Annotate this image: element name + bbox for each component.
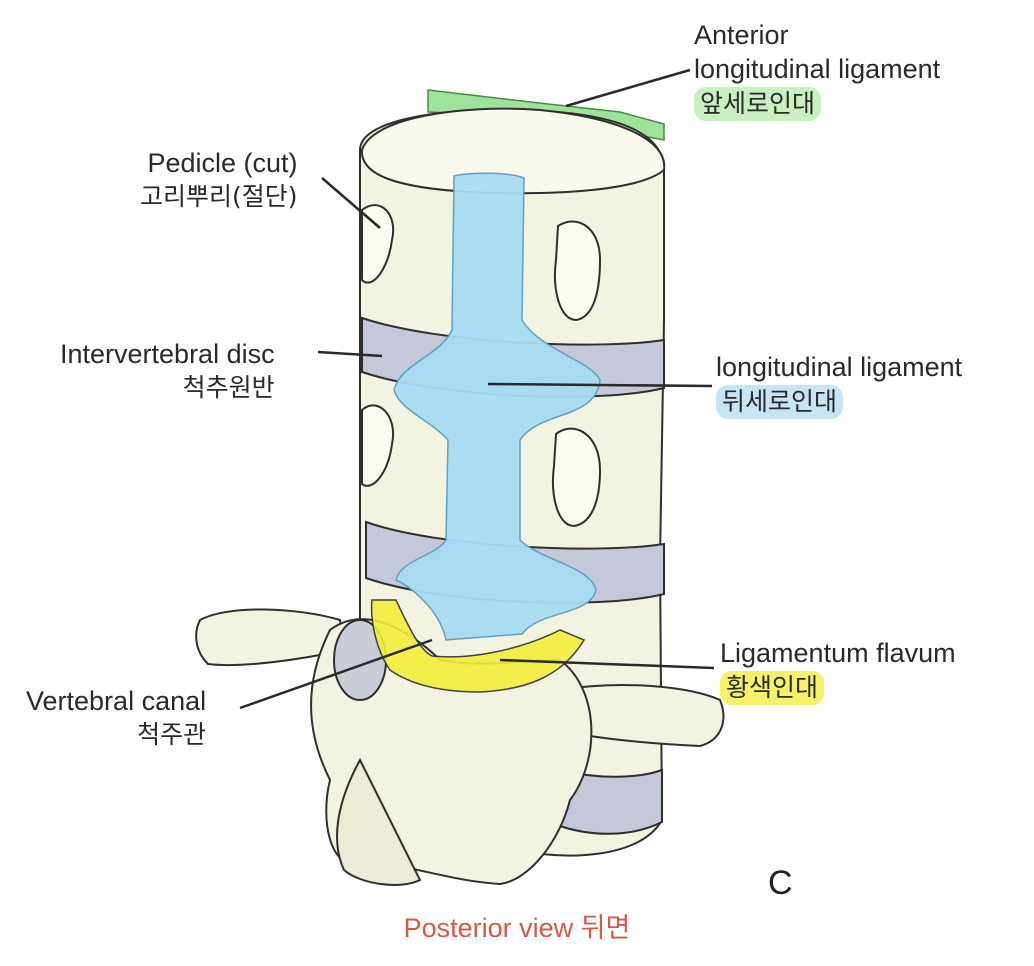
leader-disc (317, 350, 383, 358)
label-anterior-ligament: Anterior longitudinal ligament 앞세로인대 (694, 18, 940, 121)
label-anterior-korean: 앞세로인대 (694, 87, 822, 121)
leader-flavum (499, 658, 715, 670)
label-vertebral-canal: Vertebral canal 척주관 (26, 684, 206, 752)
label-canal-line1: Vertebral canal (26, 686, 207, 716)
transverse-process-left (195, 608, 346, 667)
transverse-process-right (559, 684, 725, 748)
label-posterior-ligament: longitudinal ligament 뒤세로인대 (716, 350, 962, 419)
label-posterior-korean: 뒤세로인대 (716, 385, 844, 419)
ligamentum-flavum (370, 599, 586, 693)
label-pedicle-korean: 고리뿌리(절단) (140, 182, 298, 211)
pedicle-middle-right (552, 427, 602, 528)
label-posterior-line1: longitudinal ligament (716, 352, 963, 382)
figure-caption: Posterior view 뒤면 (403, 913, 631, 943)
pedicle-middle-left (361, 404, 395, 487)
label-ligamentum-flavum: Ligamentum flavum 황색인대 (720, 636, 956, 705)
panel-letter: C (768, 864, 793, 902)
label-disc-line1: Intervertebral disc (60, 339, 275, 369)
spinous-process (336, 757, 422, 886)
label-pedicle: Pedicle (cut) 고리뿌리(절단) (140, 146, 298, 214)
label-anterior-line1: Anterior (694, 20, 789, 50)
label-intervertebral-disc: Intervertebral disc 척추원반 (60, 337, 275, 405)
pedicle-upper-left (361, 204, 395, 284)
label-flavum-korean: 황색인대 (720, 671, 825, 705)
leader-anterior (565, 68, 691, 108)
label-anterior-line2: longitudinal ligament (694, 54, 941, 84)
leader-posterior (487, 382, 713, 388)
label-pedicle-line1: Pedicle (cut) (147, 148, 298, 178)
label-flavum-line1: Ligamentum flavum (720, 638, 956, 668)
intervertebral-disc-lowest (559, 768, 663, 835)
leader-pedicle (321, 177, 381, 229)
label-canal-korean: 척주관 (137, 720, 207, 749)
label-disc-korean: 척추원반 (182, 373, 275, 402)
upper-vertebra-top (360, 107, 666, 195)
leader-canal (239, 638, 433, 710)
posterior-ligament-band (393, 172, 601, 641)
pedicle-upper-right (554, 220, 602, 322)
